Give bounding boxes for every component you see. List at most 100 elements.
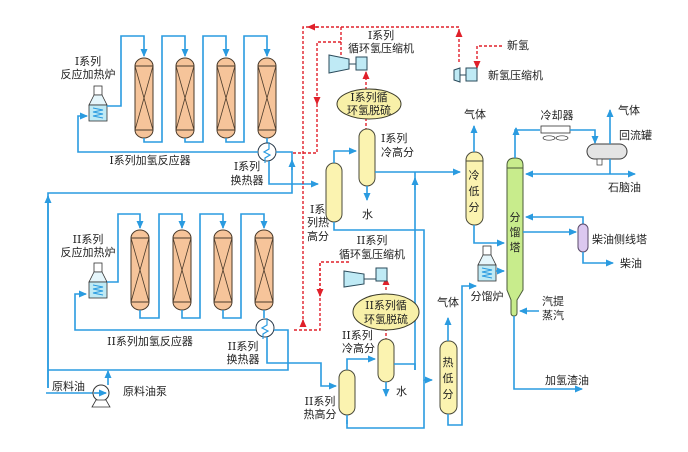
series2-recycle-compressor[interactable] — [343, 267, 388, 288]
series1-compressor-label-1: I系列 — [368, 28, 394, 42]
reflux-drum[interactable] — [586, 143, 628, 160]
series2-compressor-label-1: II系列 — [357, 233, 388, 247]
cooler[interactable] — [540, 125, 571, 134]
series2-cold-hp-separator[interactable] — [377, 338, 395, 383]
series1-hx-label-1: I系列 — [234, 159, 260, 173]
h2-new-feed — [473, 45, 502, 69]
steam-label-2: 蒸汽 — [542, 308, 564, 322]
series2-hot-hp-label-2: 热高分 — [304, 407, 337, 421]
series1-reactor-3[interactable] — [216, 57, 236, 139]
pipe-hot-hp1-to-cold-hp1 — [333, 147, 357, 163]
series1-reactor-label: I系列加氢反应器 — [109, 153, 190, 167]
diesel-label: 柴油 — [620, 256, 642, 270]
h2-series1-feed — [313, 41, 341, 105]
cold-lp-gas-label: 气体 — [464, 107, 486, 121]
pipe-hot-hp1-bottom — [333, 222, 433, 384]
pipe-hx2-to-hot-hp2 — [266, 337, 337, 390]
cooler-fan-2 — [555, 135, 569, 141]
series1-reactor-4[interactable] — [257, 57, 277, 139]
series1-compressor-label-2: 循环氢压缩机 — [348, 41, 414, 55]
frac-furnace-label: 分馏炉 — [471, 289, 504, 303]
hydrogen-network — [292, 23, 502, 340]
reflux-drum-label: 回流罐 — [619, 128, 652, 142]
series2-reactor-3[interactable] — [213, 229, 233, 311]
fractionator-label-2: 馏 — [510, 225, 521, 239]
series2-hot-hp-label-1: II系列 — [305, 394, 336, 408]
series1-cold-hp-separator[interactable] — [358, 128, 376, 187]
feed-oil-label: 原料油 — [52, 379, 85, 393]
pipe-r1-to-r2-s2 — [139, 213, 186, 319]
series2-hot-hp-separator[interactable] — [338, 369, 356, 416]
pipe-hot-lp-bottom — [447, 414, 463, 426]
series1-hot-hp-label-3: 高分 — [307, 229, 329, 243]
water2-label: 水 — [396, 385, 407, 398]
series1-hot-hp-separator[interactable] — [325, 162, 343, 223]
pipe-hx2-feed-loop — [48, 329, 289, 371]
series2-hx-label-2: 换热器 — [227, 352, 260, 366]
pipe-stripper-return — [525, 213, 584, 226]
series1-hot-hp-label-2: 列热 — [307, 215, 329, 229]
h2-to-hx1 — [292, 104, 318, 154]
series1-desulf-label-2: 环氢脱硫 — [347, 103, 391, 117]
hot-lp-label-2: 低 — [443, 372, 454, 385]
pipe-r2-to-r3 — [184, 35, 230, 143]
series2-desulfurizer[interactable] — [352, 293, 420, 331]
pipe-hx1-to-hot-hp1 — [268, 161, 319, 188]
series2-hx-label-1: II系列 — [228, 339, 259, 353]
pipe-hx1-shell — [276, 151, 293, 186]
series1-heat-exchanger[interactable] — [257, 141, 277, 164]
series1-furnace-label-2: 反应加热炉 — [61, 67, 116, 81]
pipe-frac-overhead — [514, 129, 540, 158]
fractionator-label-3: 塔 — [510, 241, 521, 254]
new-h2-compressor[interactable] — [453, 67, 478, 83]
cooler-fan-1 — [542, 135, 556, 141]
pipe-r1-to-r2 — [143, 35, 189, 143]
new-h2-label: 新氢 — [507, 38, 529, 52]
feed-pump[interactable] — [91, 384, 111, 408]
series2-reactor-2[interactable] — [172, 229, 192, 311]
series2-cold-hp-label-1: II系列 — [342, 328, 373, 342]
series1-desulf-label-1: I系列循 — [350, 90, 387, 104]
h2-series2-feed-outer — [292, 263, 321, 331]
pipe-r3-to-r4 — [225, 35, 271, 143]
pipe-cooler-to-drum — [570, 129, 599, 144]
series2-reactor-4[interactable] — [254, 229, 274, 311]
series1-hx-label-2: 换热器 — [231, 173, 264, 187]
pipe-hx2-to-furnace2 — [74, 290, 256, 331]
residue-label: 加氢渣油 — [545, 373, 589, 387]
h2-series2-feed — [316, 261, 349, 297]
h2-main-line — [302, 26, 460, 326]
pipe-hot-lp-to-furnace — [461, 282, 477, 322]
cold-lp-label-2: 低 — [469, 185, 480, 198]
series2-desulf-label-2: 环氢脱硫 — [364, 312, 408, 326]
steam-label-1: 汽提 — [542, 294, 564, 308]
diesel-stripper[interactable] — [577, 223, 589, 253]
pipe-furnace1-to-r1 — [107, 35, 148, 107]
series1-reactor-1[interactable] — [134, 57, 154, 139]
series2-furnace[interactable] — [88, 262, 108, 299]
pipe-diesel-out — [582, 252, 614, 267]
cold-lp-label-1: 冷 — [469, 169, 480, 182]
fractionator-label-1: 分 — [510, 211, 521, 224]
fractionator-tower[interactable] — [506, 157, 524, 317]
pipe-hot-hp2-to-cold-hp2 — [346, 355, 376, 370]
series2-furnace-label-1: II系列 — [73, 232, 104, 246]
series1-recycle-compressor[interactable] — [328, 54, 368, 74]
series2-compressor-label-2: 循环氢压缩机 — [339, 247, 405, 261]
series1-hot-hp-label-1: I系 — [310, 203, 325, 216]
series2-reactor-1[interactable] — [130, 229, 150, 311]
series2-reactor-label: II系列加氢反应器 — [107, 334, 193, 348]
series1-reactor-2[interactable] — [175, 57, 195, 139]
fractionation-furnace[interactable] — [477, 245, 497, 282]
series2-heat-exchanger[interactable] — [255, 317, 275, 340]
cooler-label: 冷却器 — [541, 109, 574, 122]
series2-cold-hp-label-2: 冷高分 — [342, 341, 375, 355]
pipe-cold-hp2-to-riser — [394, 363, 416, 370]
series2-reactor-train: II系列 反应加热炉 II系列加氢反应器 II系列 换热器 — [48, 213, 337, 390]
series2-desulf-label-1: II系列循 — [365, 298, 407, 312]
series1-reactor-train: I系列 反应加热炉 I系列加氢反应器 I系列 换热器 — [47, 35, 319, 388]
series1-desulfurizer[interactable] — [336, 88, 402, 120]
series1-furnace[interactable] — [88, 85, 108, 122]
series1-cold-hp-label-1: I系列 — [381, 131, 407, 145]
